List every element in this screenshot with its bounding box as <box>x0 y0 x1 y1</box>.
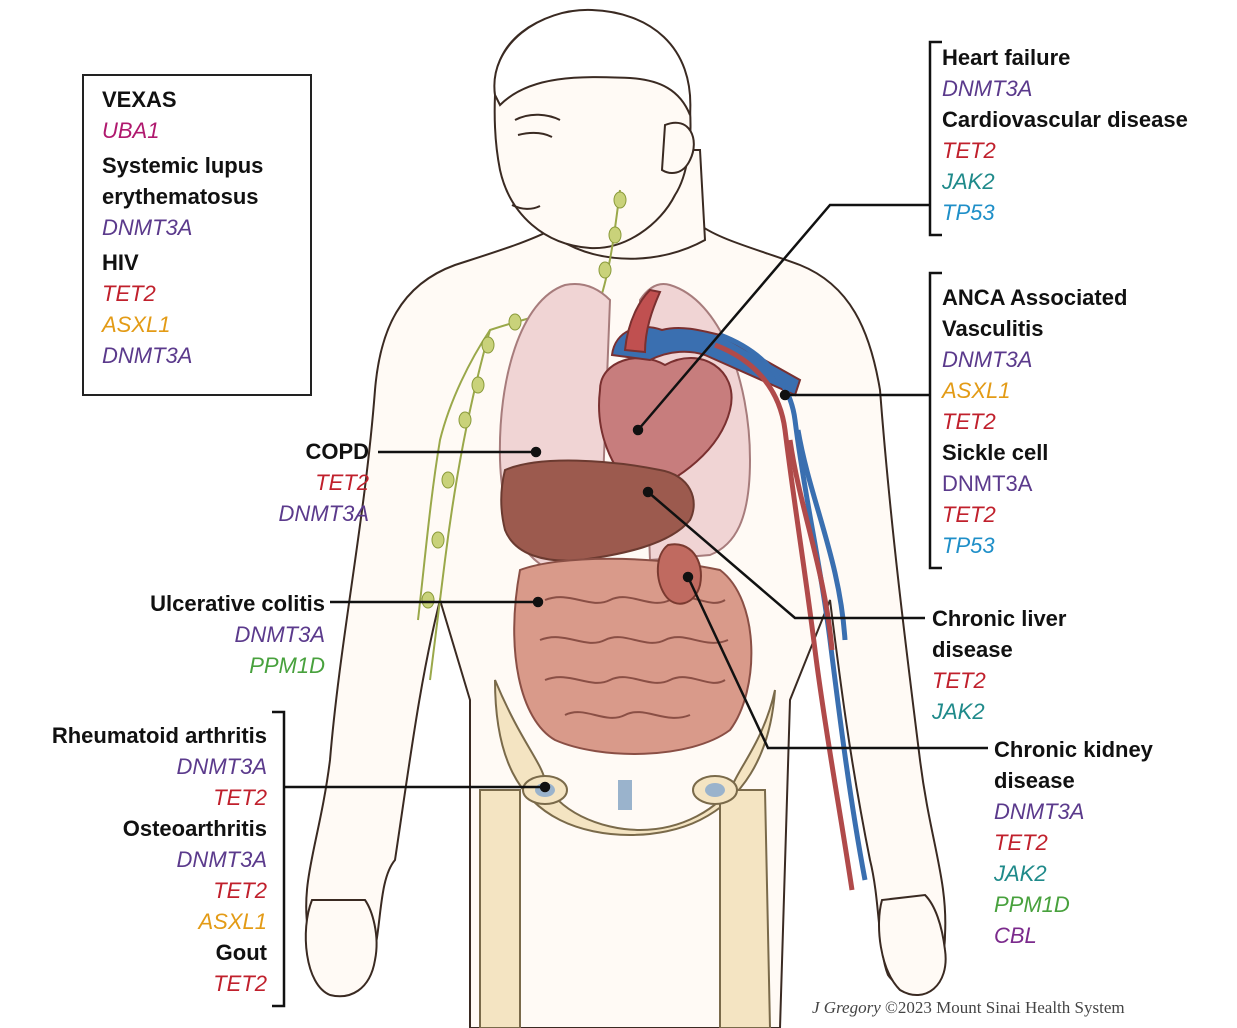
condition-title: Ulcerative colitis <box>150 588 325 619</box>
gene-label: DNMT3A <box>994 796 1153 827</box>
bracket-vascular <box>930 273 942 568</box>
gene-label: TP53 <box>942 197 1188 228</box>
gene-label: DNMT3A <box>942 344 1127 375</box>
gene-label: TET2 <box>52 782 267 813</box>
dot-uc <box>534 598 542 606</box>
dot-copd <box>532 448 540 456</box>
gene-label: PPM1D <box>994 889 1153 920</box>
gene-label: JAK2 <box>932 696 1066 727</box>
gene-label: TET2 <box>102 278 263 309</box>
bracket-heart <box>930 42 942 235</box>
condition-title: VEXAS <box>102 84 263 115</box>
condition-title: disease <box>932 634 1066 665</box>
gene-label: TET2 <box>279 467 369 498</box>
gene-label: JAK2 <box>994 858 1153 889</box>
gene-label: DNMT3A <box>52 844 267 875</box>
condition-title: Systemic lupus <box>102 150 263 181</box>
kidney-icon <box>658 544 701 603</box>
gene-label: TET2 <box>942 499 1127 530</box>
condition-title: disease <box>994 765 1153 796</box>
condition-title: Heart failure <box>942 42 1188 73</box>
gene-label: TET2 <box>932 665 1066 696</box>
gene-label: CBL <box>994 920 1153 951</box>
dot-heart <box>634 426 642 434</box>
condition-title: Chronic kidney <box>994 734 1153 765</box>
dot-liver <box>644 488 652 496</box>
intestines-icon <box>514 559 751 754</box>
gene-label: ASXL1 <box>102 309 263 340</box>
gene-label: DNMT3A <box>942 73 1188 104</box>
gene-label: UBA1 <box>102 115 263 146</box>
dot-kidney <box>684 573 692 581</box>
condition-title: Osteoarthritis <box>52 813 267 844</box>
condition-title: erythematosus <box>102 181 263 212</box>
dot-joints <box>541 783 549 791</box>
gene-label: DNMT3A <box>102 212 263 243</box>
bracket-joints <box>272 712 284 1006</box>
gene-label: TET2 <box>942 135 1188 166</box>
gene-label: JAK2 <box>942 166 1188 197</box>
gene-label: DNMT3A <box>52 751 267 782</box>
condition-title: COPD <box>279 436 369 467</box>
gene-label: DNMT3A <box>279 498 369 529</box>
right-hand <box>879 895 946 995</box>
gene-label: DNMT3A <box>942 468 1127 499</box>
gene-label: ASXL1 <box>942 375 1127 406</box>
left-hand <box>306 900 377 996</box>
gene-label: TET2 <box>52 968 267 999</box>
dot-vascular <box>781 391 789 399</box>
gene-label: TET2 <box>52 875 267 906</box>
condition-title: Chronic liver <box>932 603 1066 634</box>
condition-title: ANCA Associated <box>942 282 1127 313</box>
gene-label: PPM1D <box>150 650 325 681</box>
condition-title: Gout <box>52 937 267 968</box>
credit-text: ©2023 Mount Sinai Health System <box>881 998 1125 1017</box>
credit-author: J Gregory <box>812 998 881 1017</box>
gene-label: TET2 <box>942 406 1127 437</box>
gene-label: TP53 <box>942 530 1127 561</box>
gene-label: ASXL1 <box>52 906 267 937</box>
gene-label: DNMT3A <box>150 619 325 650</box>
condition-title: Cardiovascular disease <box>942 104 1188 135</box>
gene-label: DNMT3A <box>102 340 263 371</box>
condition-title: Vasculitis <box>942 313 1127 344</box>
gene-label: TET2 <box>994 827 1153 858</box>
condition-title: HIV <box>102 247 263 278</box>
condition-title: Rheumatoid arthritis <box>52 720 267 751</box>
condition-title: Sickle cell <box>942 437 1127 468</box>
credit-line: J Gregory ©2023 Mount Sinai Health Syste… <box>812 998 1125 1018</box>
